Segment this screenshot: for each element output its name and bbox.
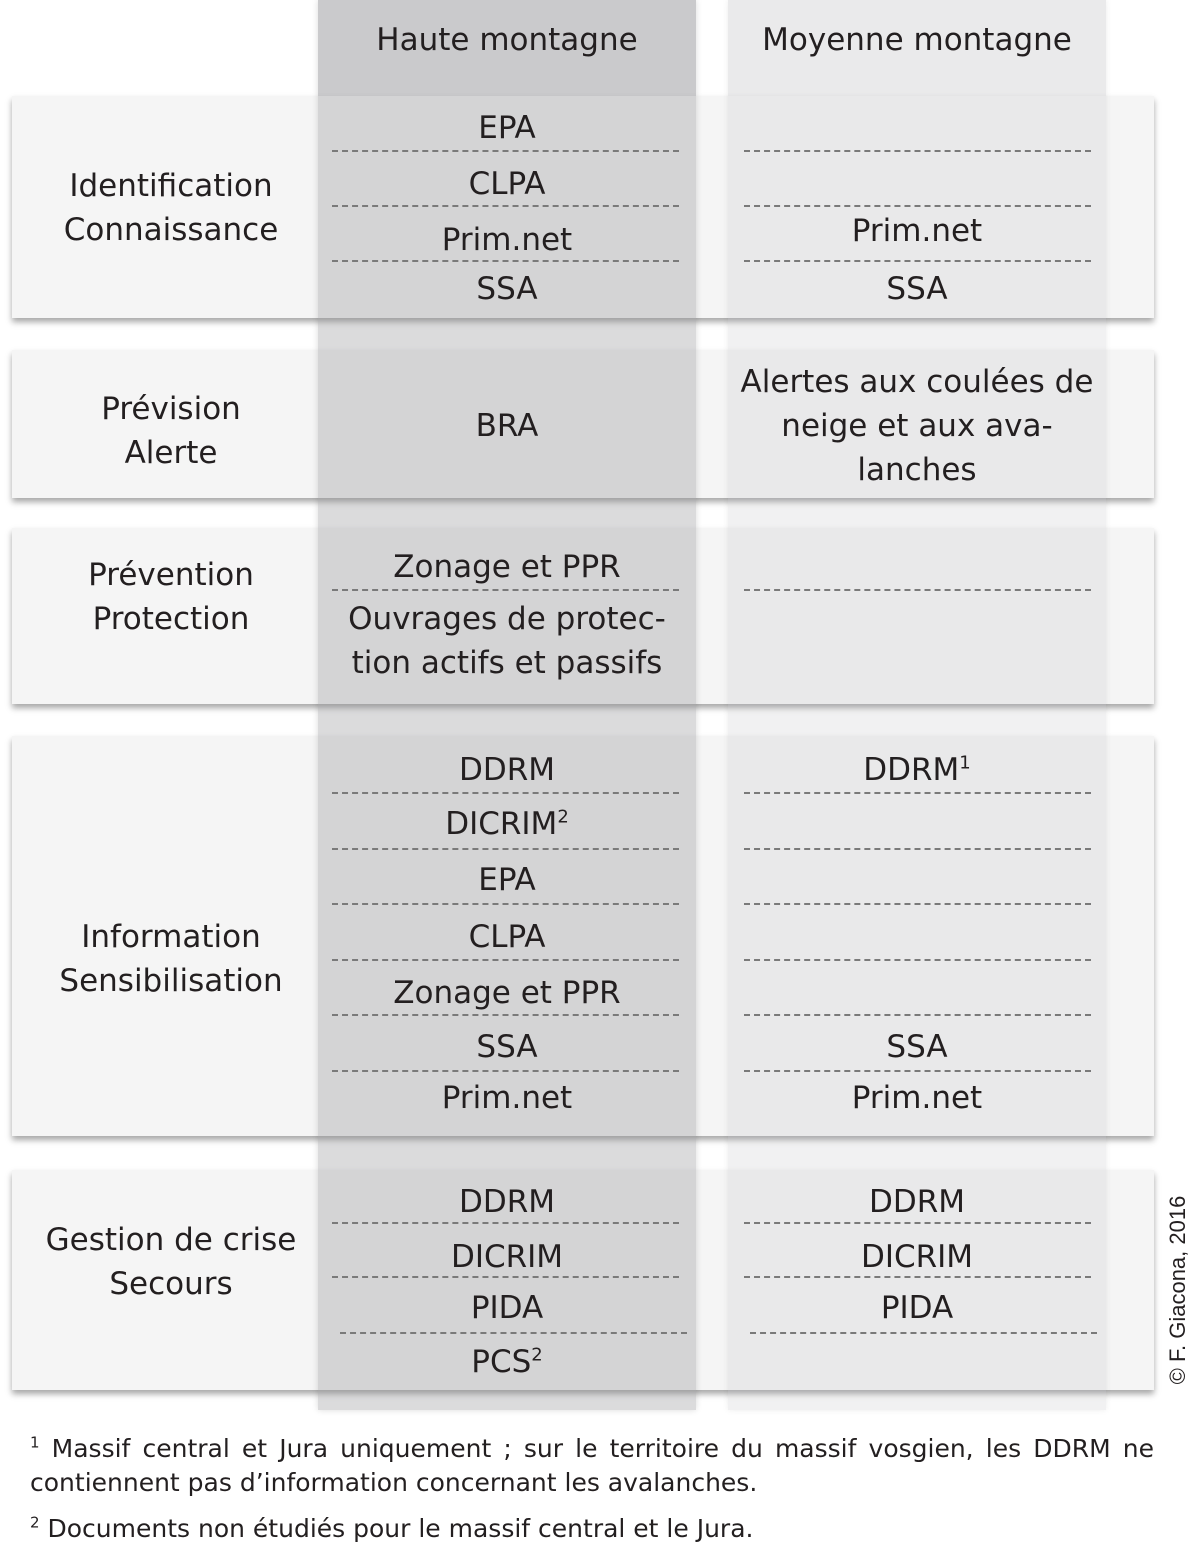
footnote-1: 1 Massif central et Jura uniquement ; su… bbox=[30, 1432, 1154, 1500]
row-label-information: Information Sensibilisation bbox=[12, 915, 330, 1003]
cell-haute-epa: EPA bbox=[478, 862, 536, 898]
dashed-separator bbox=[332, 792, 679, 794]
dashed-separator bbox=[332, 1070, 679, 1072]
row-band-gestion bbox=[12, 1170, 1154, 1390]
row-label-line: Connaissance bbox=[63, 212, 279, 248]
cell-haute-clpa: CLPA bbox=[468, 919, 546, 955]
dashed-separator bbox=[332, 1222, 679, 1224]
cell-moyenne-primnet: Prim.net bbox=[851, 1080, 983, 1116]
cell-text-line: tion actifs et passifs bbox=[351, 645, 663, 681]
dashed-separator bbox=[340, 1332, 687, 1334]
cell-moyenne-pida: PIDA bbox=[880, 1290, 954, 1326]
row-label-identification: Identification Connaissance bbox=[12, 164, 330, 252]
dashed-separator bbox=[332, 903, 679, 905]
footnote-marker: 1 bbox=[959, 752, 971, 774]
row-label-line: Gestion de crise bbox=[45, 1222, 297, 1258]
row-label-prevision: Prévision Alerte bbox=[12, 387, 330, 475]
row-label-prevention: Prévention Protection bbox=[12, 553, 330, 641]
cell-haute-primnet: Prim.net bbox=[441, 222, 573, 258]
cell-text-line: Ouvrages de protec- bbox=[348, 601, 666, 637]
row-label-line: Protection bbox=[92, 601, 250, 637]
dashed-separator bbox=[332, 848, 679, 850]
footnote-marker: 2 bbox=[30, 1513, 40, 1532]
footnote-marker: 1 bbox=[30, 1433, 40, 1452]
dashed-separator bbox=[744, 260, 1091, 262]
cell-text: DDRM bbox=[863, 752, 960, 788]
cell-text: PCS bbox=[471, 1344, 532, 1380]
dashed-separator bbox=[744, 792, 1091, 794]
column-header-haute: Haute montagne bbox=[318, 0, 696, 96]
dashed-separator bbox=[744, 589, 1091, 591]
cell-haute-zonage-ppr: Zonage et PPR bbox=[393, 975, 621, 1011]
footnote-2: 2 Documents non étudiés pour le massif c… bbox=[30, 1512, 1154, 1546]
dashed-separator bbox=[332, 589, 679, 591]
cell-moyenne-ddrm: DDRM1 bbox=[728, 748, 1106, 792]
dashed-separator bbox=[744, 903, 1091, 905]
footnote-marker: 2 bbox=[557, 806, 569, 828]
cell-moyenne-ssa: SSA bbox=[886, 271, 948, 307]
cell-text-line: neige et aux ava- bbox=[781, 408, 1053, 444]
cell-haute-ddrm: DDRM bbox=[458, 752, 556, 788]
cell-haute-dicrim: DICRIM2 bbox=[318, 802, 696, 846]
row-band-information bbox=[12, 736, 1154, 1136]
row-label-line: Secours bbox=[109, 1266, 233, 1302]
cell-haute-clpa: CLPA bbox=[468, 166, 546, 202]
cell-haute-dicrim: DICRIM bbox=[450, 1239, 564, 1275]
dashed-separator bbox=[744, 1222, 1091, 1224]
cell-moyenne-ddrm: DDRM bbox=[868, 1184, 966, 1220]
dashed-separator bbox=[332, 205, 679, 207]
dashed-separator bbox=[744, 959, 1091, 961]
row-band-prevention bbox=[12, 528, 1154, 704]
footnote-text: Documents non étudiés pour le massif cen… bbox=[47, 1514, 754, 1543]
row-label-line: Information bbox=[81, 919, 261, 955]
cell-moyenne-dicrim: DICRIM bbox=[860, 1239, 974, 1275]
cell-haute-ouvrages: Ouvrages de protec- tion actifs et passi… bbox=[318, 597, 696, 685]
row-label-line: Identification bbox=[69, 168, 273, 204]
column-haute-montagne bbox=[318, 0, 696, 1410]
cell-text: DICRIM bbox=[445, 806, 558, 842]
dashed-separator bbox=[332, 959, 679, 961]
cell-haute-zonage-ppr: Zonage et PPR bbox=[393, 549, 621, 585]
dashed-separator bbox=[744, 1070, 1091, 1072]
cell-haute-ddrm: DDRM bbox=[458, 1184, 556, 1220]
cell-text-line: Alertes aux coulées de bbox=[740, 364, 1094, 400]
column-header-moyenne: Moyenne montagne bbox=[728, 0, 1106, 96]
cell-moyenne-primnet: Prim.net bbox=[851, 213, 983, 249]
dashed-separator bbox=[744, 205, 1091, 207]
cell-text-line: lanches bbox=[857, 452, 977, 488]
row-band-prevision bbox=[12, 350, 1154, 498]
cell-haute-ssa: SSA bbox=[476, 271, 538, 307]
row-label-line: Prévision bbox=[101, 391, 241, 427]
footnote-text: Massif central et Jura uniquement ; sur … bbox=[30, 1434, 1154, 1497]
dashed-separator bbox=[332, 1276, 679, 1278]
dashed-separator bbox=[744, 1276, 1091, 1278]
cell-haute-ssa: SSA bbox=[476, 1029, 538, 1065]
cell-haute-pida: PIDA bbox=[470, 1290, 544, 1326]
row-label-line: Prévention bbox=[88, 557, 254, 593]
row-label-line: Alerte bbox=[124, 435, 218, 471]
cell-haute-primnet: Prim.net bbox=[441, 1080, 573, 1116]
dashed-separator bbox=[744, 848, 1091, 850]
dashed-separator bbox=[744, 1014, 1091, 1016]
cell-haute-epa: EPA bbox=[478, 110, 536, 146]
cell-moyenne-alertes: Alertes aux coulées de neige et aux ava-… bbox=[728, 360, 1106, 492]
cell-haute-pcs: PCS2 bbox=[318, 1340, 696, 1384]
cell-moyenne-ssa: SSA bbox=[886, 1029, 948, 1065]
cell-haute-bra: BRA bbox=[475, 408, 539, 444]
row-label-line: Sensibilisation bbox=[59, 963, 283, 999]
column-moyenne-montagne bbox=[728, 0, 1106, 1410]
dashed-separator bbox=[332, 260, 679, 262]
footnote-marker: 2 bbox=[531, 1344, 543, 1366]
dashed-separator bbox=[332, 1014, 679, 1016]
dashed-separator bbox=[744, 150, 1091, 152]
row-band-identification bbox=[12, 96, 1154, 318]
row-label-gestion: Gestion de crise Secours bbox=[12, 1218, 330, 1306]
copyright-notice: © F. Giacona, 2016 bbox=[1165, 1195, 1190, 1385]
dashed-separator bbox=[332, 150, 679, 152]
dashed-separator bbox=[750, 1332, 1097, 1334]
